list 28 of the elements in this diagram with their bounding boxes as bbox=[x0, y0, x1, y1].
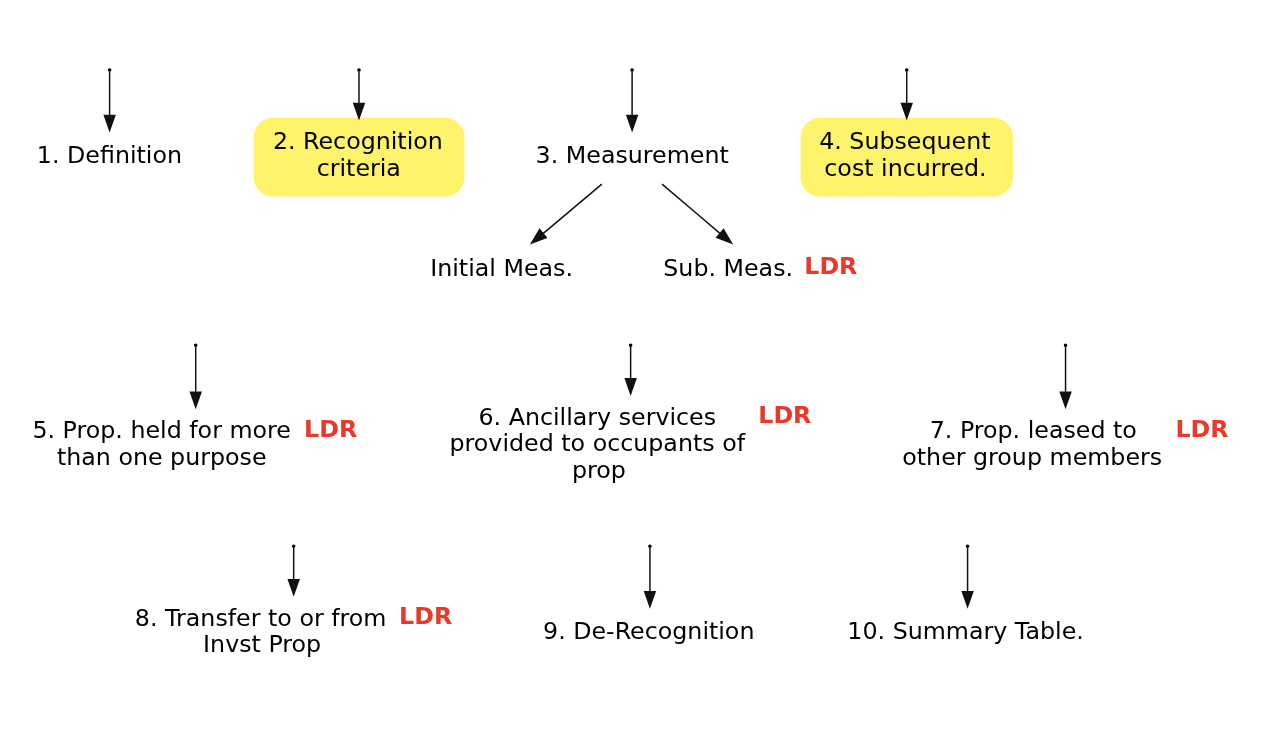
arrow bbox=[529, 183, 603, 245]
arrow bbox=[961, 546, 974, 609]
node-text: Sub. Meas. bbox=[663, 253, 794, 282]
node-text: Initial Meas. bbox=[430, 253, 574, 282]
node-box: 2. Recognition criteria bbox=[253, 117, 465, 197]
arrow bbox=[103, 70, 116, 133]
node-box: 4. Subsequent cost incurred. bbox=[800, 117, 1013, 197]
node-text: 5. Prop. held for more than one purpose bbox=[32, 416, 291, 471]
arrow bbox=[643, 546, 657, 609]
node-label: LDR bbox=[758, 401, 812, 430]
node-label: LDR bbox=[399, 602, 453, 631]
node-text: 1. Definition bbox=[36, 140, 183, 169]
node-text: 8. Transfer to or from Invst Prop bbox=[134, 603, 387, 659]
arrow bbox=[287, 546, 300, 597]
arrow bbox=[661, 183, 734, 245]
node-text: 6. Ancillary services provided to occupants of prop bbox=[449, 402, 746, 485]
node-text: 7. Prop. leased to other group members bbox=[902, 416, 1163, 471]
arrow bbox=[1059, 345, 1072, 410]
node-text: 3. Measurement bbox=[535, 140, 729, 169]
arrow bbox=[624, 345, 637, 396]
arrow bbox=[352, 70, 366, 121]
node-label: LDR bbox=[804, 252, 858, 281]
node-text: 10. Summary Table. bbox=[847, 617, 1084, 646]
node-label: LDR bbox=[304, 414, 358, 443]
arrow bbox=[900, 70, 913, 121]
arrow bbox=[625, 70, 639, 133]
node-text: 9. De-Recognition bbox=[543, 617, 755, 646]
node-label: LDR bbox=[1175, 414, 1229, 443]
